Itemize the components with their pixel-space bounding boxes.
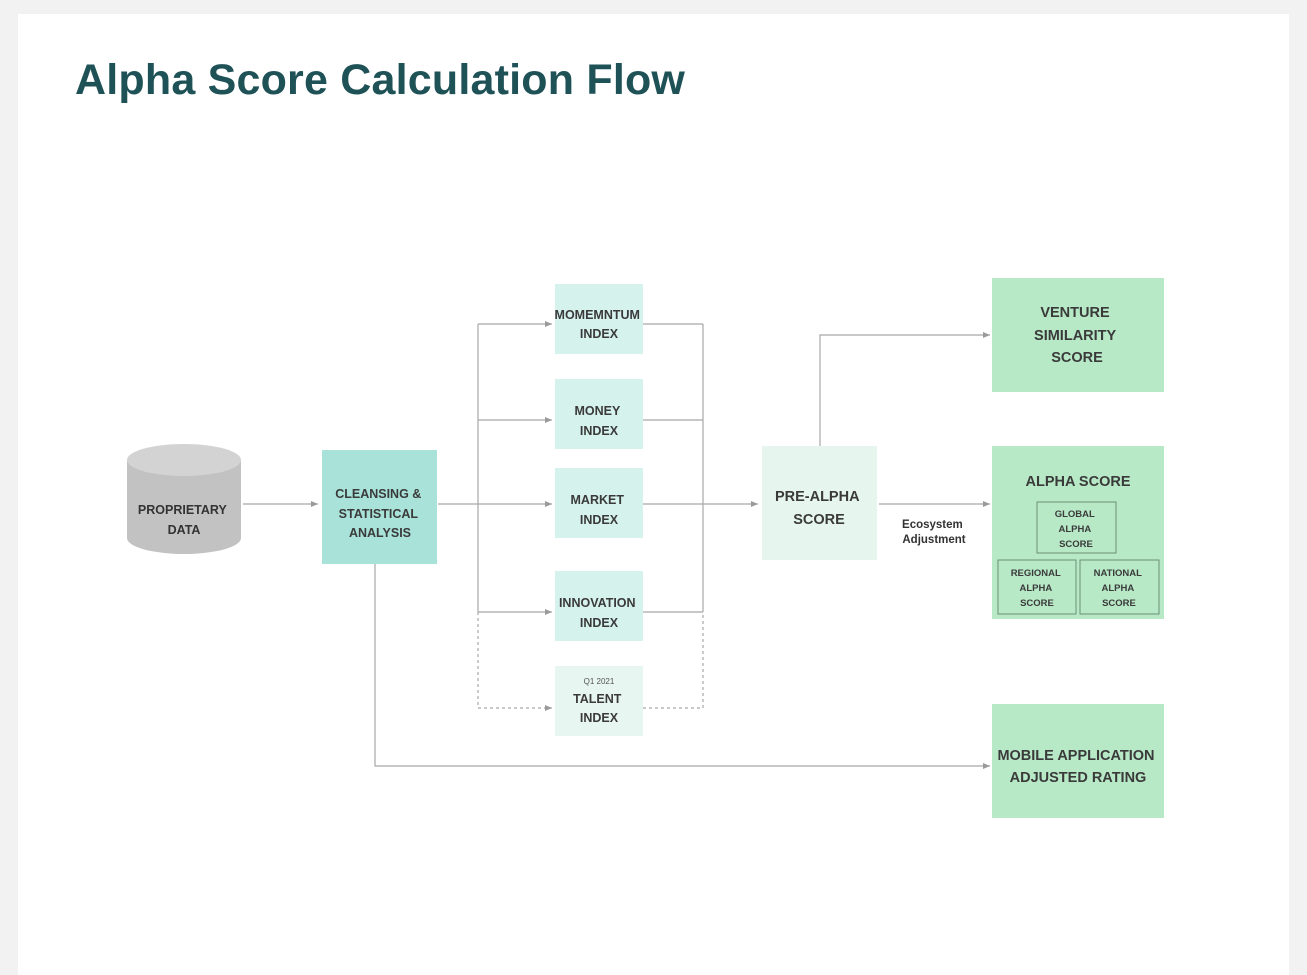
svg-text:PROPRIETARY DATA: PROPRIETARY DATA [138, 503, 230, 537]
svg-text:VENTURE SIMILARITY: VENTURE SIMILARITY SCORE [1034, 305, 1120, 366]
node-momentum-index: MOMEMNTUM INDEX [555, 284, 644, 354]
node-global-alpha: GLOBAL ALPHA SCORE [1036, 501, 1117, 554]
node-money-index: MONEY INDEX [555, 379, 643, 449]
svg-text:GLOBAL ALPHA S: GLOBAL ALPHA SCORE [1055, 509, 1098, 550]
edge-cleansing-to-mobile [374, 564, 990, 769]
node-innovation-index: INNOVATION INDEX [555, 571, 643, 641]
svg-text:MARKET INDEX: MARKET INDEX [571, 493, 628, 527]
node-pre-alpha-score: PRE-ALPHA SCORE [762, 446, 877, 560]
node-proprietary-data: PROPRIETARY DATA [127, 444, 241, 554]
svg-text:TALENT INDEX: TALENT INDEX [573, 692, 625, 725]
svg-text:PRE-ALPHA SCORE: PRE-ALPHA SCORE [775, 489, 863, 528]
node-talent-index: Q1 2021 TALENT INDEX [555, 666, 643, 736]
svg-text:MONEY INDEX: MONEY INDEX [574, 404, 623, 438]
talent-note: Q1 2021 [584, 677, 615, 686]
svg-text:MOBILE APPLICATION ADJUS: MOBILE APPLICATION ADJUSTED RATING [997, 748, 1158, 786]
svg-text:CLEANSING & STATISTICAL: CLEANSING & STATISTICAL ANALYSIS [335, 487, 425, 540]
node-mobile-application-rating: MOBILE APPLICATION ADJUSTED RATING [992, 704, 1164, 818]
edge-prealpha-to-venture [819, 332, 990, 446]
node-cleansing: CLEANSING & STATISTICAL ANALYSIS [322, 450, 437, 564]
database-top [127, 444, 241, 476]
page-title: Alpha Score Calculation Flow [75, 56, 686, 104]
node-national-alpha: NATIONAL ALPHA SCORE [1079, 559, 1160, 615]
edge-label-ecosystem: Ecosystem Adjustment [902, 519, 966, 546]
edge-to-talent [477, 612, 552, 711]
alpha-score-title: ALPHA SCORE [1026, 474, 1131, 490]
svg-text:NATIONAL ALPHA: NATIONAL ALPHA SCORE [1094, 568, 1145, 609]
edges [243, 321, 990, 769]
svg-text:INNOVATION INDEX: INNOVATION INDEX [559, 596, 639, 630]
node-regional-alpha: REGIONAL ALPHA SCORE [997, 559, 1077, 615]
node-venture-similarity: VENTURE SIMILARITY SCORE [992, 278, 1164, 392]
node-market-index: MARKET INDEX [555, 468, 643, 538]
database-icon [127, 460, 241, 554]
edge-from-talent [643, 612, 704, 709]
svg-text:MOMEMNTUM INDEX: MOMEMNTUM INDEX [555, 308, 644, 341]
node-alpha-score: ALPHA SCORE GLOBAL ALPHA SCORE REGIONAL … [992, 446, 1164, 619]
svg-text:REGIONAL ALPHA: REGIONAL ALPHA SCORE [1011, 568, 1064, 609]
